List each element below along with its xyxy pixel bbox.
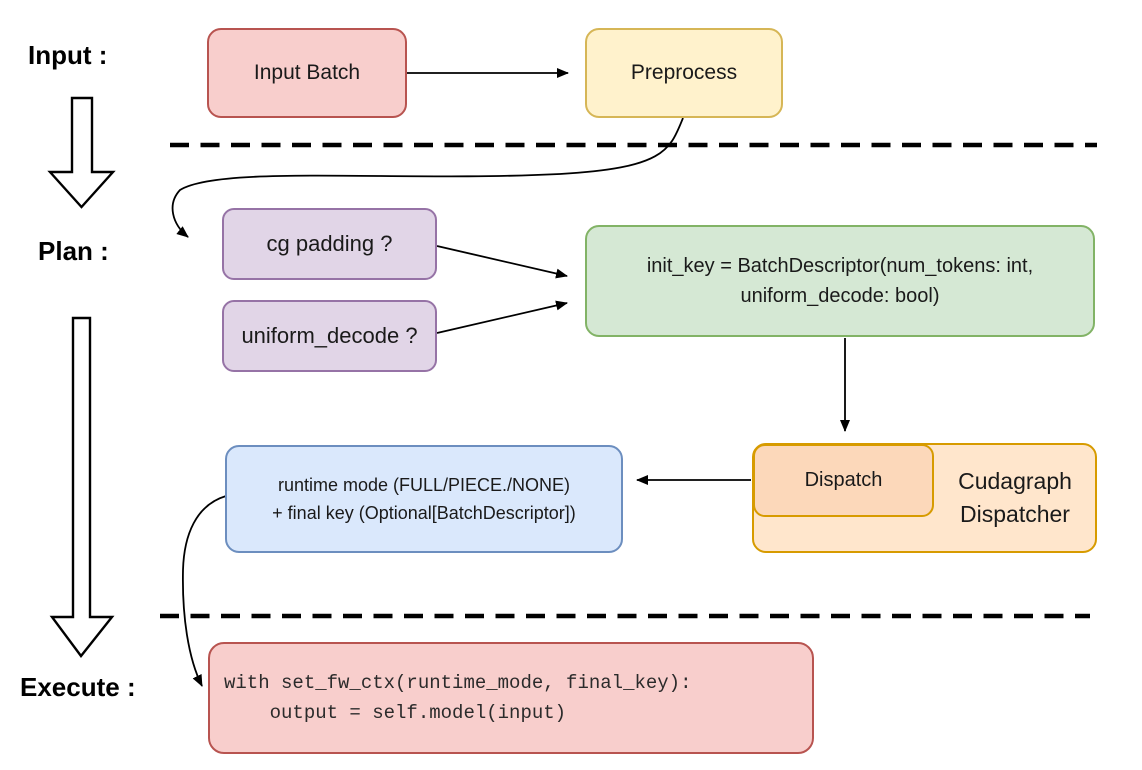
arrow-cgpadding-to-initkey	[436, 245, 568, 279]
node-init-key: init_key = BatchDescriptor(num_tokens: i…	[585, 225, 1095, 337]
node-runtime-mode: runtime mode (FULL/PIECE./NONE) + final …	[225, 445, 623, 553]
stage-label-execute: Execute :	[20, 672, 136, 702]
execute-code-line2: output = self.model(input)	[224, 702, 567, 724]
cudagraph-label-line1: Cudagraph	[958, 467, 1072, 494]
node-cg-padding-label: cg padding ?	[266, 231, 393, 257]
node-runtime-mode-line1: runtime mode (FULL/PIECE./NONE)	[277, 475, 571, 495]
execute-code-line1: with set_fw_ctx(runtime_mode, final_key)…	[224, 672, 692, 694]
node-uniform-decode: uniform_decode ?	[222, 300, 437, 372]
arrow-uniformdecode-to-initkey	[436, 300, 568, 334]
node-init-key-line2: uniform_decode: bool)	[740, 285, 940, 307]
node-init-key-line1: init_key = BatchDescriptor(num_tokens: i…	[646, 255, 1034, 277]
cudagraph-label-line2: Dispatcher	[960, 501, 1070, 527]
node-input-batch: Input Batch	[207, 28, 407, 118]
node-preprocess: Preprocess	[585, 28, 783, 118]
node-uniform-decode-label: uniform_decode ?	[241, 323, 418, 349]
node-execute-code: with set_fw_ctx(runtime_mode, final_key)…	[208, 642, 814, 754]
stage-label-input: Input :	[28, 40, 108, 70]
node-dispatch-label: Dispatch	[804, 469, 883, 491]
node-cudagraph-dispatcher-label: Cudagraph Dispatcher	[934, 448, 1096, 548]
node-dispatch: Dispatch	[753, 444, 934, 517]
input-stage-down-arrow-icon	[47, 96, 116, 209]
node-input-batch-label: Input Batch	[253, 60, 361, 84]
node-preprocess-label: Preprocess	[630, 60, 738, 84]
node-runtime-mode-line2: + final key (Optional[BatchDescriptor])	[272, 503, 576, 523]
stage-label-plan: Plan :	[38, 236, 109, 266]
plan-stage-down-arrow-icon	[49, 316, 115, 658]
node-cg-padding: cg padding ?	[222, 208, 437, 280]
